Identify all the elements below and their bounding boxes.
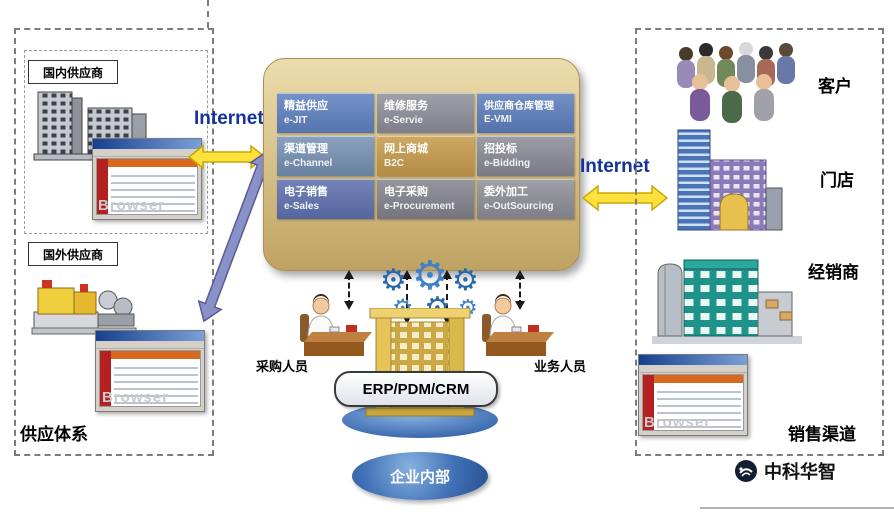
module-subtitle: e-Sales (284, 201, 320, 212)
internet-arrow-right (582, 184, 668, 212)
foreign-supplier-label: 国外供应商 (28, 242, 118, 266)
module-title: 供应商仓库管理 (484, 101, 554, 112)
browser-titlebar (93, 139, 201, 149)
platform-module-grid: 精益供应 e-JIT 维修服务 e-Servie 供应商仓库管理 E-VMI 渠… (277, 93, 574, 219)
module-title: 渠道管理 (284, 143, 328, 155)
erp-building-illustration (342, 308, 498, 438)
customers-crowd-illustration (677, 42, 795, 123)
module-title: 招投标 (484, 143, 517, 155)
brand-lockup: 中科华智 (734, 458, 836, 484)
erp-pdm-crm-label: ERP/PDM/CRM (334, 371, 498, 407)
stores-label: 门店 (820, 171, 854, 190)
module-subtitle: e-OutSourcing (484, 201, 554, 212)
browser-content (642, 374, 744, 431)
sales-region-box (635, 28, 884, 456)
browser-content (96, 158, 198, 215)
brand-icon (735, 460, 757, 482)
module-title: 委外加工 (484, 186, 528, 198)
browser-sidebar (100, 351, 111, 406)
module-subtitle: e-JIT (284, 115, 308, 126)
browser-watermark: Browser (644, 414, 712, 431)
store-building-illustration (677, 129, 783, 231)
browser-watermark: Browser (98, 197, 166, 214)
browser-window (95, 330, 205, 412)
module-subtitle: e-Bidding (484, 158, 531, 169)
gear-icon: ⚙ (380, 263, 407, 298)
procurement-staff-label: 采购人员 (256, 359, 309, 374)
dashed-link-business (515, 270, 525, 310)
browser-menubar (639, 365, 747, 373)
module-title: 电子采购 (384, 186, 428, 198)
module-b2c: 网上商城 B2C (377, 136, 474, 176)
internet-label-left: Internet (194, 108, 264, 129)
module-e-sales: 电子销售 e-Sales (277, 179, 374, 219)
module-e-channel: 渠道管理 e-Channel (277, 136, 374, 176)
dashed-link-erp-left (402, 270, 412, 324)
browser-menubar (93, 149, 201, 157)
module-e-jit: 精益供应 e-JIT (277, 93, 374, 133)
domestic-supplier-group-box (24, 50, 208, 234)
module-subtitle: E-VMI (484, 114, 512, 125)
gear-icon: ⚙ (452, 263, 479, 298)
browser-content (99, 350, 201, 407)
footer-divider (700, 507, 894, 509)
module-subtitle: e-Servie (384, 115, 423, 126)
distributor-factory-illustration (652, 259, 802, 344)
browser-banner (654, 375, 743, 383)
browser-banner (111, 351, 200, 359)
module-e-bidding: 招投标 e-Bidding (477, 136, 574, 176)
module-e-outsourcing: 委外加工 e-OutSourcing (477, 179, 574, 219)
browser-banner (108, 159, 197, 167)
browser-titlebar (639, 355, 747, 365)
machinery-illustration (31, 280, 137, 335)
procurement-staff-illustration (300, 294, 372, 356)
browser-menubar (96, 341, 204, 349)
dashed-link-erp-right (442, 270, 452, 324)
module-title: 电子销售 (284, 186, 328, 198)
customers-label: 客户 (818, 77, 852, 96)
internet-label-right: Internet (580, 156, 650, 177)
module-subtitle: e-Channel (284, 158, 333, 169)
module-e-procurement: 电子采购 e-Procurement (377, 179, 474, 219)
browser-watermark: Browser (102, 389, 170, 406)
browser-text-lines (114, 362, 198, 404)
module-subtitle: e-Procurement (384, 201, 455, 212)
browser-window (92, 138, 202, 220)
browser-text-lines (111, 170, 195, 212)
distributors-label: 经销商 (808, 263, 859, 282)
domestic-supplier-label: 国内供应商 (28, 60, 118, 84)
business-staff-illustration (482, 294, 554, 356)
sales-region-title: 销售渠道 (788, 425, 856, 444)
browser-titlebar (96, 331, 204, 341)
dashed-stub-line (207, 0, 209, 28)
module-e-vmi: 供应商仓库管理 E-VMI (477, 93, 574, 133)
browser-sidebar (643, 375, 654, 430)
browser-window (638, 354, 748, 436)
browser-text-lines (657, 386, 741, 428)
module-subtitle: B2C (384, 158, 405, 169)
module-title: 精益供应 (284, 100, 328, 112)
browser-sidebar (97, 159, 108, 214)
dashed-link-procurement (344, 270, 354, 310)
module-title: 网上商城 (384, 143, 428, 155)
enterprise-internal-ellipse: 企业内部 (352, 452, 488, 500)
gear-icon: ⚙ (412, 253, 448, 299)
supply-region-box (14, 28, 214, 456)
module-e-service: 维修服务 e-Servie (377, 93, 474, 133)
brand-name: 中科华智 (764, 462, 836, 482)
business-staff-label: 业务人员 (534, 359, 587, 374)
supply-region-title: 供应体系 (20, 425, 88, 444)
module-title: 维修服务 (384, 100, 428, 112)
